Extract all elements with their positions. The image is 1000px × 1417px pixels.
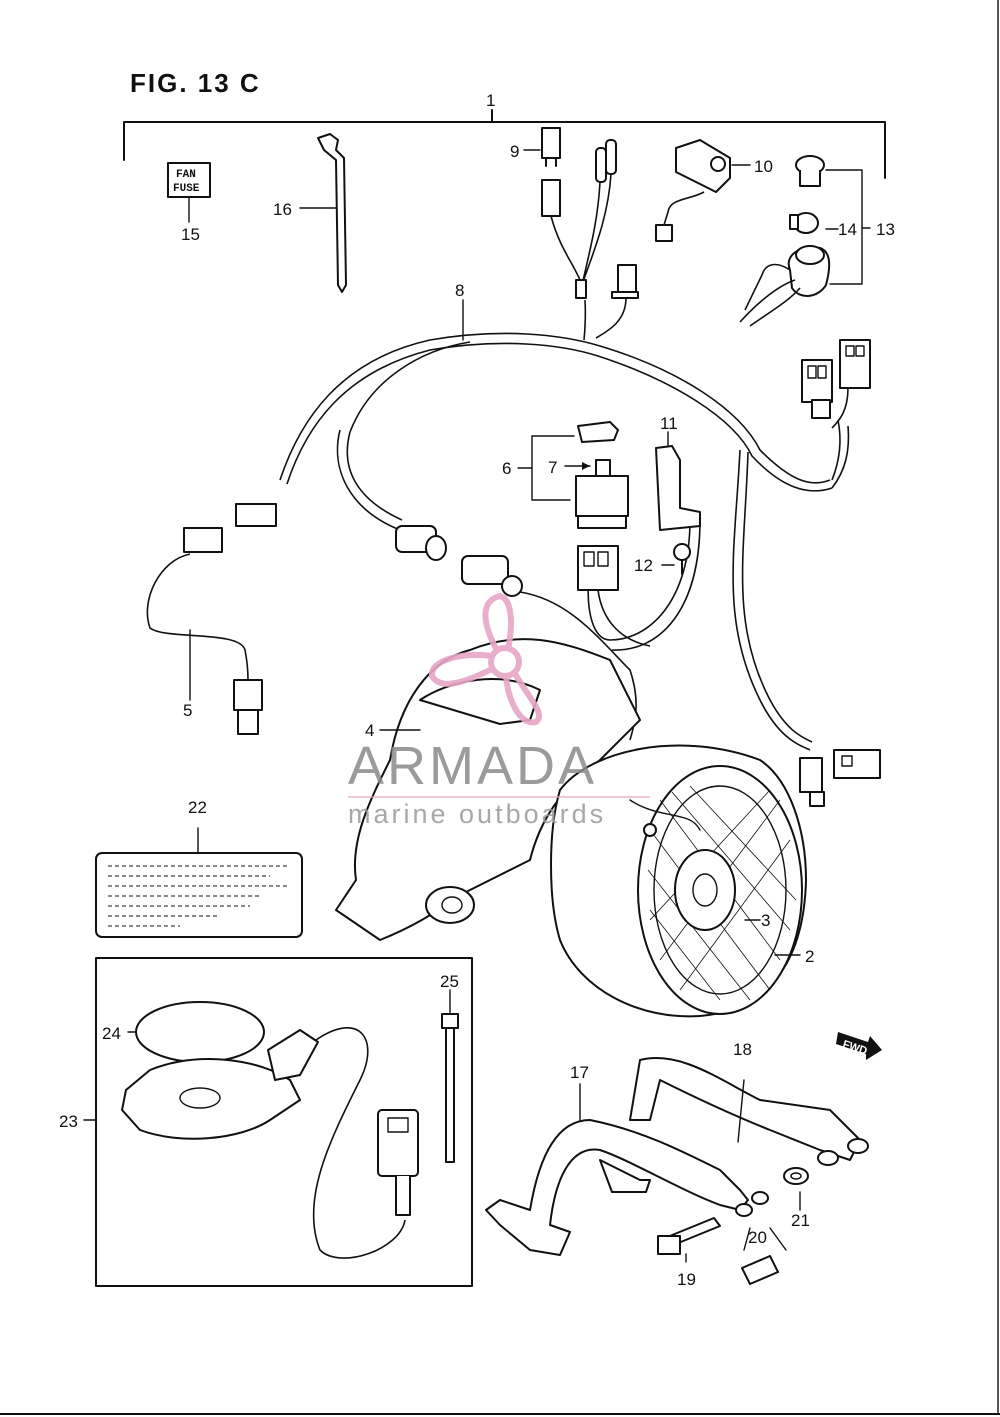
callout-15: 15	[181, 225, 200, 244]
callout-3: 3	[761, 911, 770, 930]
callout-17: 17	[570, 1063, 589, 1082]
watermark-propeller-logo	[429, 592, 543, 726]
callout-10: 10	[754, 157, 773, 176]
harness-connectors-part	[801, 339, 871, 429]
kit-bracket	[123, 109, 886, 179]
callout-11: 11	[660, 414, 678, 433]
fan-motor-part	[550, 744, 807, 1018]
callout-9: 9	[510, 142, 519, 161]
caution-label-part	[95, 827, 303, 938]
callout-5: 5	[183, 701, 192, 720]
relay-bracket-part	[655, 431, 701, 575]
callout-14: 14	[838, 220, 857, 239]
callout-1: 1	[486, 91, 495, 110]
fan-plug-part	[395, 525, 637, 741]
wiring-harness-part	[279, 299, 850, 751]
callout-2: 2	[805, 947, 814, 966]
callout-7: 7	[548, 458, 557, 477]
watermark-tagline: marine outboards	[348, 799, 606, 829]
callout-20: 20	[748, 1228, 767, 1247]
callout-8: 8	[455, 281, 464, 300]
switch-part	[655, 139, 751, 242]
callout-21: 21	[791, 1211, 810, 1230]
mounting-bracket-part	[485, 1057, 869, 1285]
callout-13: 13	[876, 220, 895, 239]
fan-fuse-label-part: FAN FUSE	[167, 162, 211, 223]
callout-25: 25	[440, 972, 459, 991]
callout-12: 12	[634, 556, 653, 575]
relay-part	[517, 421, 629, 529]
cable-tie-part	[299, 133, 347, 293]
sensor-kit-box	[83, 957, 473, 1287]
callout-18: 18	[733, 1040, 752, 1059]
pilot-lamp-part	[739, 155, 871, 327]
callout-19: 19	[677, 1270, 696, 1289]
thermo-switch-part	[146, 503, 277, 735]
watermark: ARMADA marine outboards	[348, 592, 650, 829]
forward-arrow: FWD	[836, 1032, 882, 1060]
relay-connector-part	[577, 545, 651, 647]
callout-6: 6	[502, 459, 511, 478]
callout-4: 4	[365, 721, 374, 740]
callout-22: 22	[188, 798, 207, 817]
callout-23: 23	[59, 1112, 78, 1131]
watermark-brand: ARMADA	[348, 736, 597, 796]
callout-16: 16	[273, 200, 292, 219]
fuse-part	[523, 127, 639, 341]
callout-labels: 1 2 3 4 5 6 7 8 9 10 11 12 13 14 15 16 1…	[59, 91, 895, 1289]
callout-24: 24	[102, 1024, 121, 1043]
fuse-label-line2: FUSE	[173, 183, 200, 195]
fuse-label-line1: FAN	[176, 169, 196, 181]
figure-title: FIG. 13 C	[130, 68, 261, 98]
fan-wire-connectors-part	[799, 749, 881, 807]
